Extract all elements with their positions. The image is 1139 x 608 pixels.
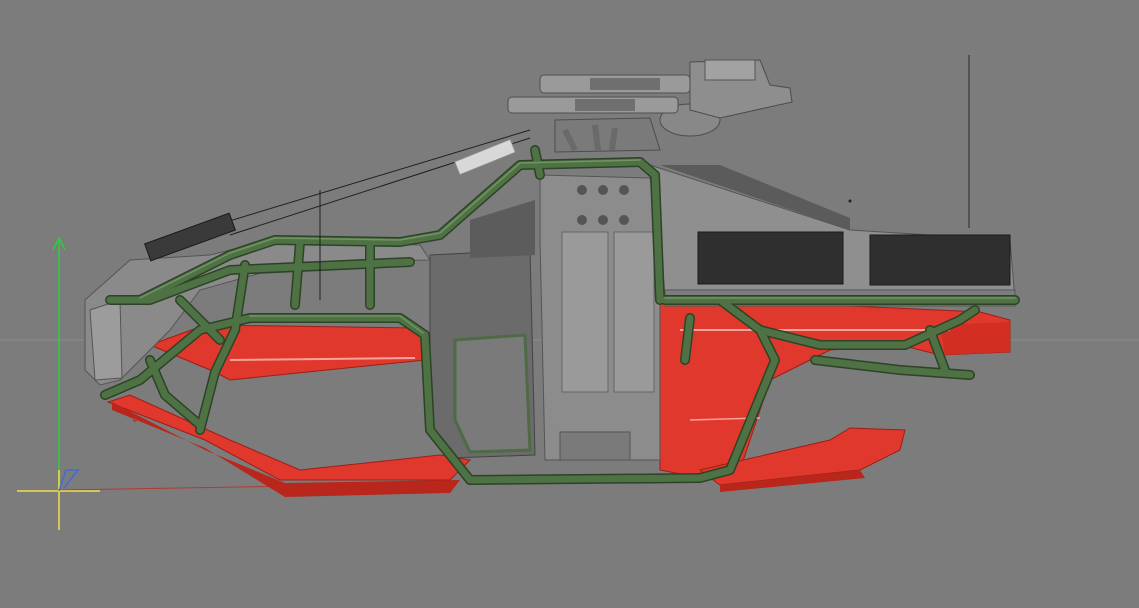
- axes-gizmo[interactable]: [17, 236, 100, 530]
- turret-mount: [554, 117, 661, 153]
- hull-right-rear: [940, 322, 1010, 355]
- gun-receiver-top: [704, 59, 756, 81]
- turret[interactable]: [507, 59, 793, 153]
- seat-block: [453, 333, 532, 454]
- gun-barrel-upper-grip: [590, 78, 660, 90]
- bolt: [577, 185, 587, 195]
- engine-panel-right: [613, 231, 655, 393]
- bolt: [577, 215, 587, 225]
- bolt: [619, 215, 629, 225]
- cockpit-side: [470, 200, 535, 258]
- turret-feed: [562, 124, 618, 152]
- hull-skid-rail-shadow: [720, 470, 865, 492]
- nose-detail: [89, 299, 123, 381]
- radiator-left: [697, 231, 844, 285]
- bolt: [598, 185, 608, 195]
- hull-lower-shadow: [112, 402, 460, 497]
- radiator-right: [869, 234, 1011, 286]
- z-axis-icon: [58, 469, 80, 492]
- bolt: [619, 185, 629, 195]
- gun-barrel-lower-grip: [575, 99, 635, 111]
- bolt: [598, 215, 608, 225]
- y-axis-arrow-icon: [52, 236, 66, 251]
- hull-skid-rail: [698, 427, 906, 486]
- scene-marker: [848, 199, 852, 203]
- hull-lower-panel: [106, 394, 472, 481]
- rear-deck-shade: [660, 165, 850, 230]
- world-axis-line: [59, 485, 301, 491]
- hull-stripe: [229, 357, 416, 361]
- engine-panel-left: [561, 231, 609, 393]
- light-bar[interactable]: [143, 138, 517, 262]
- engine-lower-block: [559, 431, 631, 461]
- roll-cage[interactable]: [100, 145, 1020, 485]
- scene-marker: [133, 418, 137, 422]
